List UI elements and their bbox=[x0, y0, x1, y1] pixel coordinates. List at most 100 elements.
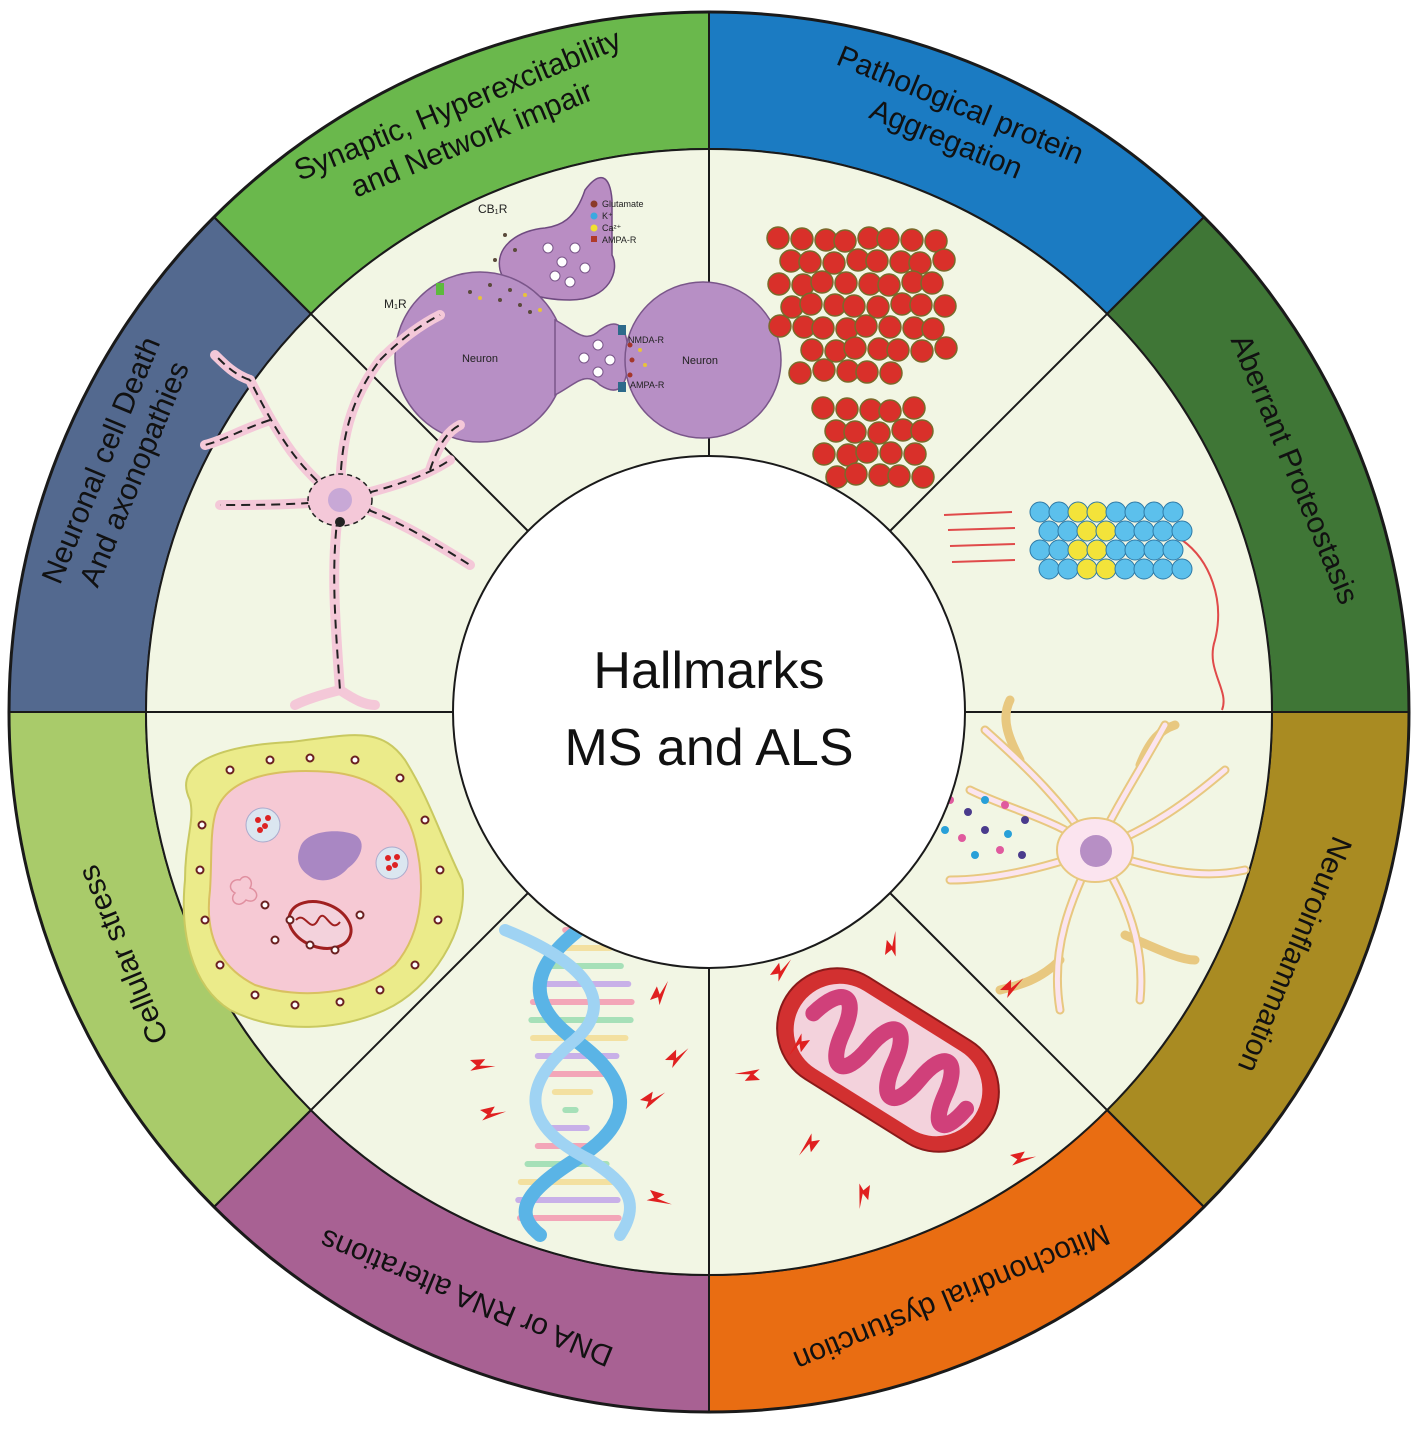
membrane-particle bbox=[305, 940, 315, 950]
stress-bolt-icon bbox=[665, 1048, 689, 1069]
aggregate-protein bbox=[867, 421, 891, 445]
membrane-particle bbox=[200, 915, 210, 925]
proteasome-subunit bbox=[1162, 539, 1184, 561]
cb1r-label: CB₁R bbox=[478, 202, 508, 216]
stress-bolt-icon bbox=[885, 930, 896, 957]
proteasome-subunit bbox=[1143, 539, 1165, 561]
aggregate-protein bbox=[902, 396, 926, 420]
aggregate-protein bbox=[833, 229, 857, 253]
stress-bolt-icon bbox=[770, 959, 792, 982]
membrane-particle bbox=[375, 985, 385, 995]
proteasome-subunit bbox=[1057, 558, 1079, 580]
membrane-particle bbox=[420, 815, 430, 825]
legend-ampa: AMPA-R bbox=[602, 235, 637, 245]
aggregate-protein bbox=[878, 399, 902, 423]
legend-glutamate: Glutamate bbox=[602, 199, 644, 209]
divider-line bbox=[889, 216, 1205, 532]
proteasome-subunit bbox=[1086, 501, 1108, 523]
aggregate-protein bbox=[910, 339, 934, 363]
aggregate-protein bbox=[812, 442, 836, 466]
membrane-particle bbox=[197, 820, 207, 830]
membrane-particle bbox=[410, 960, 420, 970]
membrane-particle bbox=[265, 755, 275, 765]
aggregate-protein bbox=[910, 419, 934, 443]
aggregate-protein bbox=[866, 295, 890, 319]
neuron-right-label: Neuron bbox=[682, 355, 718, 367]
membrane-particle bbox=[433, 915, 443, 925]
synapse-illustration-icon: Neuron Neuron CB₁R M₁R NMDA-R AMPA-R Glu… bbox=[384, 177, 782, 443]
dna-base-pair bbox=[516, 1215, 622, 1221]
astrocyte-icon bbox=[941, 695, 1250, 1015]
membrane-particle bbox=[270, 935, 280, 945]
proteasome-subunit bbox=[1095, 558, 1117, 580]
aggregate-protein bbox=[844, 462, 868, 486]
dna-base-pair bbox=[534, 1053, 620, 1059]
proteasome-subunit bbox=[1029, 539, 1051, 561]
proteasome-subunit bbox=[1029, 501, 1051, 523]
proteasome-subunit bbox=[1076, 520, 1098, 542]
aggregate-protein bbox=[921, 317, 945, 341]
aggregate-protein bbox=[842, 294, 866, 318]
aggregate-protein bbox=[835, 397, 859, 421]
center-title-line2: MS and ALS bbox=[564, 719, 853, 777]
aggregate-protein bbox=[934, 336, 958, 360]
stress-bolt-icon bbox=[640, 1091, 666, 1110]
aggregate-protein bbox=[878, 315, 902, 339]
membrane-particle bbox=[435, 865, 445, 875]
aggregate-protein bbox=[811, 396, 835, 420]
stress-bolt-icon bbox=[734, 1069, 760, 1081]
proteasome-subunit bbox=[1124, 539, 1146, 561]
aggregate-protein bbox=[865, 249, 889, 273]
proteasome-subunit bbox=[1114, 520, 1136, 542]
aggregate-protein bbox=[932, 248, 956, 272]
proteasome-subunit bbox=[1133, 558, 1155, 580]
aggregate-protein bbox=[911, 465, 935, 489]
membrane-particle bbox=[305, 753, 315, 763]
dna-helix-icon bbox=[470, 908, 689, 1242]
neuron-left-label: Neuron bbox=[462, 353, 498, 365]
aggregate-protein bbox=[854, 314, 878, 338]
stress-bolt-icon bbox=[1000, 978, 1024, 999]
proteasome-subunit bbox=[1067, 501, 1089, 523]
aggregate-protein bbox=[843, 336, 867, 360]
aggregate-protein bbox=[879, 361, 903, 385]
aggregate-protein bbox=[855, 360, 879, 384]
aggregate-protein bbox=[920, 271, 944, 295]
dna-base-pair bbox=[547, 1125, 590, 1131]
membrane-particle bbox=[330, 945, 340, 955]
aggregate-protein bbox=[886, 338, 910, 362]
stressed-cell-icon bbox=[182, 734, 464, 1028]
membrane-particle bbox=[215, 960, 225, 970]
aggregate-protein bbox=[799, 292, 823, 316]
proteasome-subunit bbox=[1105, 539, 1127, 561]
divider-line bbox=[213, 892, 529, 1208]
stress-bolt-icon bbox=[798, 1133, 820, 1156]
aggregate-protein bbox=[834, 271, 858, 295]
dna-base-pair bbox=[551, 1089, 594, 1095]
aggregate-protein bbox=[790, 227, 814, 251]
synapse-legend: Glutamate K⁺ Ca²⁺ AMPA-R bbox=[590, 199, 644, 245]
dna-base-pair bbox=[542, 1071, 608, 1077]
proteasome-subunit bbox=[1057, 520, 1079, 542]
proteasome-subunit bbox=[1048, 501, 1070, 523]
membrane-particle bbox=[285, 915, 295, 925]
proteasome-subunit bbox=[1105, 501, 1127, 523]
aggregate-protein bbox=[798, 250, 822, 274]
proteasome-subunit bbox=[1162, 501, 1184, 523]
ampa-bottom-label: AMPA-R bbox=[630, 380, 665, 390]
outer-ring bbox=[7, 10, 1411, 1414]
membrane-particle bbox=[225, 765, 235, 775]
center-title-line1: Hallmarks bbox=[593, 642, 824, 700]
aggregate-protein bbox=[822, 251, 846, 275]
proteasome-subunit bbox=[1095, 520, 1117, 542]
membrane-particle bbox=[350, 755, 360, 765]
proteasome-subunit bbox=[1114, 558, 1136, 580]
legend-ca: Ca²⁺ bbox=[602, 223, 622, 233]
proteasome-subunit bbox=[1076, 558, 1098, 580]
stress-bolt-icon bbox=[859, 1183, 870, 1210]
dna-base-pair bbox=[529, 999, 635, 1005]
divider-line bbox=[889, 892, 1205, 1208]
aggregate-protein bbox=[855, 440, 879, 464]
membrane-particle bbox=[290, 1000, 300, 1010]
